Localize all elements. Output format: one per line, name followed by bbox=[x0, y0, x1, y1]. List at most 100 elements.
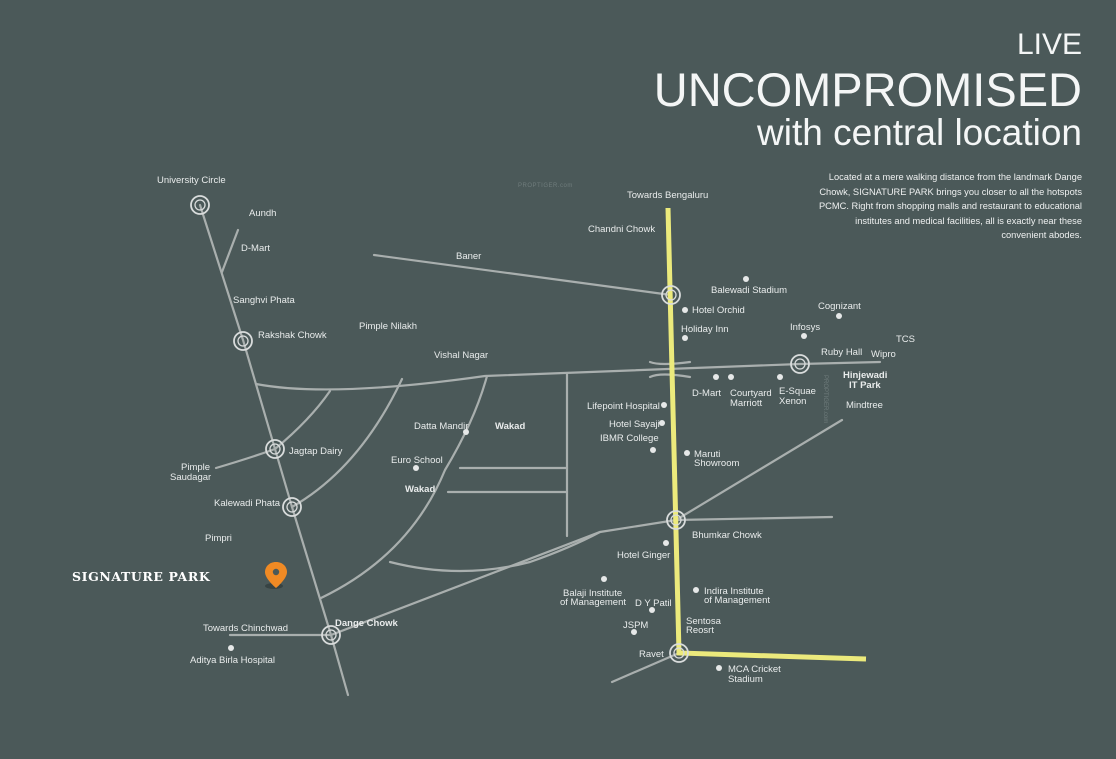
dot-ibmr bbox=[650, 447, 656, 453]
label-ruby-hall: Ruby Hall bbox=[821, 347, 862, 358]
road-jagtap-arc bbox=[273, 389, 332, 451]
label-indira-2: of Management bbox=[704, 595, 770, 606]
dot-euro-school bbox=[413, 465, 419, 471]
dot-balewadi-stadium bbox=[743, 276, 749, 282]
label-pimple-saudagar-1: Pimple bbox=[181, 462, 210, 473]
dot-hotel-sayaji bbox=[659, 420, 665, 426]
label-hinjewadi-2: IT Park bbox=[849, 380, 881, 391]
label-baner: Baner bbox=[456, 251, 481, 262]
location-pin-icon[interactable] bbox=[265, 562, 287, 589]
road-university-to-dange bbox=[198, 203, 350, 697]
junction-icon bbox=[666, 510, 686, 530]
label-indira-1: Indira Institute bbox=[704, 586, 764, 597]
road-kalewadi-arc bbox=[290, 377, 404, 509]
label-dy-patil: D Y Patil bbox=[635, 598, 672, 609]
label-ravet: Ravet bbox=[639, 649, 664, 660]
road-wakad-bottom-curve bbox=[388, 530, 602, 573]
road-ravet-spur bbox=[610, 651, 681, 684]
junction-icon bbox=[790, 354, 810, 374]
junction-icon bbox=[321, 625, 341, 645]
dot-indira bbox=[693, 587, 699, 593]
junction-icon bbox=[282, 497, 302, 517]
road-wakad-big-arc bbox=[319, 374, 489, 600]
label-cognizant: Cognizant bbox=[818, 301, 861, 312]
highway-mumbai-bengaluru bbox=[665, 207, 867, 662]
road-dmart-spur bbox=[220, 228, 240, 274]
location-description: Located at a mere walking distance from … bbox=[818, 172, 1082, 240]
junction-markers bbox=[190, 195, 810, 663]
road-baner bbox=[372, 253, 673, 297]
label-sentosa-1: Sentosa bbox=[686, 616, 722, 627]
label-rakshak-chowk: Rakshak Chowk bbox=[258, 330, 327, 341]
label-tcs: TCS bbox=[896, 334, 915, 345]
label-dmart-hinjewadi: D-Mart bbox=[692, 388, 721, 399]
map-labels: University Circle Aundh D-Mart Sanghvi P… bbox=[157, 175, 915, 685]
label-euro-school: Euro School bbox=[391, 455, 443, 466]
dot-aditya-birla bbox=[228, 645, 234, 651]
label-kalewadi-phata: Kalewadi Phata bbox=[214, 498, 281, 509]
label-hotel-sayaji: Hotel Sayaji bbox=[609, 419, 660, 430]
label-dange-chowk: Dange Chowk bbox=[335, 618, 399, 629]
landmark-dots bbox=[228, 276, 842, 671]
label-mca-2: Stadium bbox=[728, 674, 763, 685]
label-hotel-orchid: Hotel Orchid bbox=[692, 305, 745, 316]
road-dange-to-bhumkar bbox=[329, 515, 834, 637]
label-balewadi-stadium: Balewadi Stadium bbox=[711, 285, 787, 296]
junction-icon bbox=[233, 331, 253, 351]
label-balaji-2: of Management bbox=[560, 597, 626, 608]
label-maruti-2: Showroom bbox=[694, 458, 739, 469]
label-courtyard-2: Marriott bbox=[730, 398, 763, 409]
dot-dmart-hinjewadi bbox=[713, 374, 719, 380]
dot-jspm bbox=[631, 629, 637, 635]
dot-hotel-orchid bbox=[682, 307, 688, 313]
dot-courtyard bbox=[728, 374, 734, 380]
label-courtyard-1: Courtyard bbox=[730, 388, 772, 399]
label-towards-chinchwad: Towards Chinchwad bbox=[203, 623, 288, 634]
label-wakad-2: Wakad bbox=[405, 484, 435, 495]
project-name-label[interactable]: SIGNATURE PARK bbox=[72, 569, 211, 584]
roads bbox=[198, 203, 882, 697]
label-hotel-ginger: Hotel Ginger bbox=[617, 550, 670, 561]
label-jagtap-dairy: Jagtap Dairy bbox=[289, 446, 343, 457]
headline-line-2: UNCOMPROMISED bbox=[653, 63, 1082, 116]
dot-hotel-ginger bbox=[663, 540, 669, 546]
label-mindtree: Mindtree bbox=[846, 400, 883, 411]
label-wipro: Wipro bbox=[871, 349, 896, 360]
road-bhumkar-to-mindtree bbox=[674, 418, 844, 522]
label-wakad-1: Wakad bbox=[495, 421, 525, 432]
road-overpass-mark-top bbox=[648, 360, 692, 366]
label-aundh: Aundh bbox=[249, 208, 276, 219]
label-maruti-1: Maruti bbox=[694, 449, 720, 460]
watermark-vertical: PROPTIGER.com bbox=[822, 375, 828, 424]
label-university-circle: University Circle bbox=[157, 175, 226, 186]
dot-balaji bbox=[601, 576, 607, 582]
label-sentosa-2: Reosrt bbox=[686, 625, 714, 636]
label-jspm: JSPM bbox=[623, 620, 648, 631]
label-pimple-nilakh: Pimple Nilakh bbox=[359, 321, 417, 332]
label-datta-mandir: Datta Mandir bbox=[414, 421, 468, 432]
label-aditya-birla: Aditya Birla Hospital bbox=[190, 655, 275, 666]
watermark: PROPTIGER.com bbox=[518, 183, 573, 189]
label-chandni-chowk: Chandni Chowk bbox=[588, 224, 655, 235]
label-holiday-inn: Holiday Inn bbox=[681, 324, 729, 335]
label-pimpri: Pimpri bbox=[205, 533, 232, 544]
dot-esquare bbox=[777, 374, 783, 380]
dot-cognizant bbox=[836, 313, 842, 319]
label-esquare-2: Xenon bbox=[779, 396, 806, 407]
dot-infosys bbox=[801, 333, 807, 339]
label-bhumkar-chowk: Bhumkar Chowk bbox=[692, 530, 762, 541]
label-esquare-1: E-Squae bbox=[779, 386, 816, 397]
label-vishal-nagar: Vishal Nagar bbox=[434, 350, 488, 361]
dot-mca-stadium bbox=[716, 665, 722, 671]
label-mca-1: MCA Cricket bbox=[728, 664, 781, 675]
label-balaji-1: Balaji Institute bbox=[563, 588, 622, 599]
label-lifepoint: Lifepoint Hospital bbox=[587, 401, 660, 412]
road-vishal-nagar-arc bbox=[254, 360, 882, 391]
dot-maruti bbox=[684, 450, 690, 456]
dot-lifepoint bbox=[661, 402, 667, 408]
label-pimple-saudagar-2: Saudagar bbox=[170, 472, 211, 483]
headline-line-1: LIVE bbox=[1016, 28, 1082, 61]
label-dmart-aundh: D-Mart bbox=[241, 243, 270, 254]
